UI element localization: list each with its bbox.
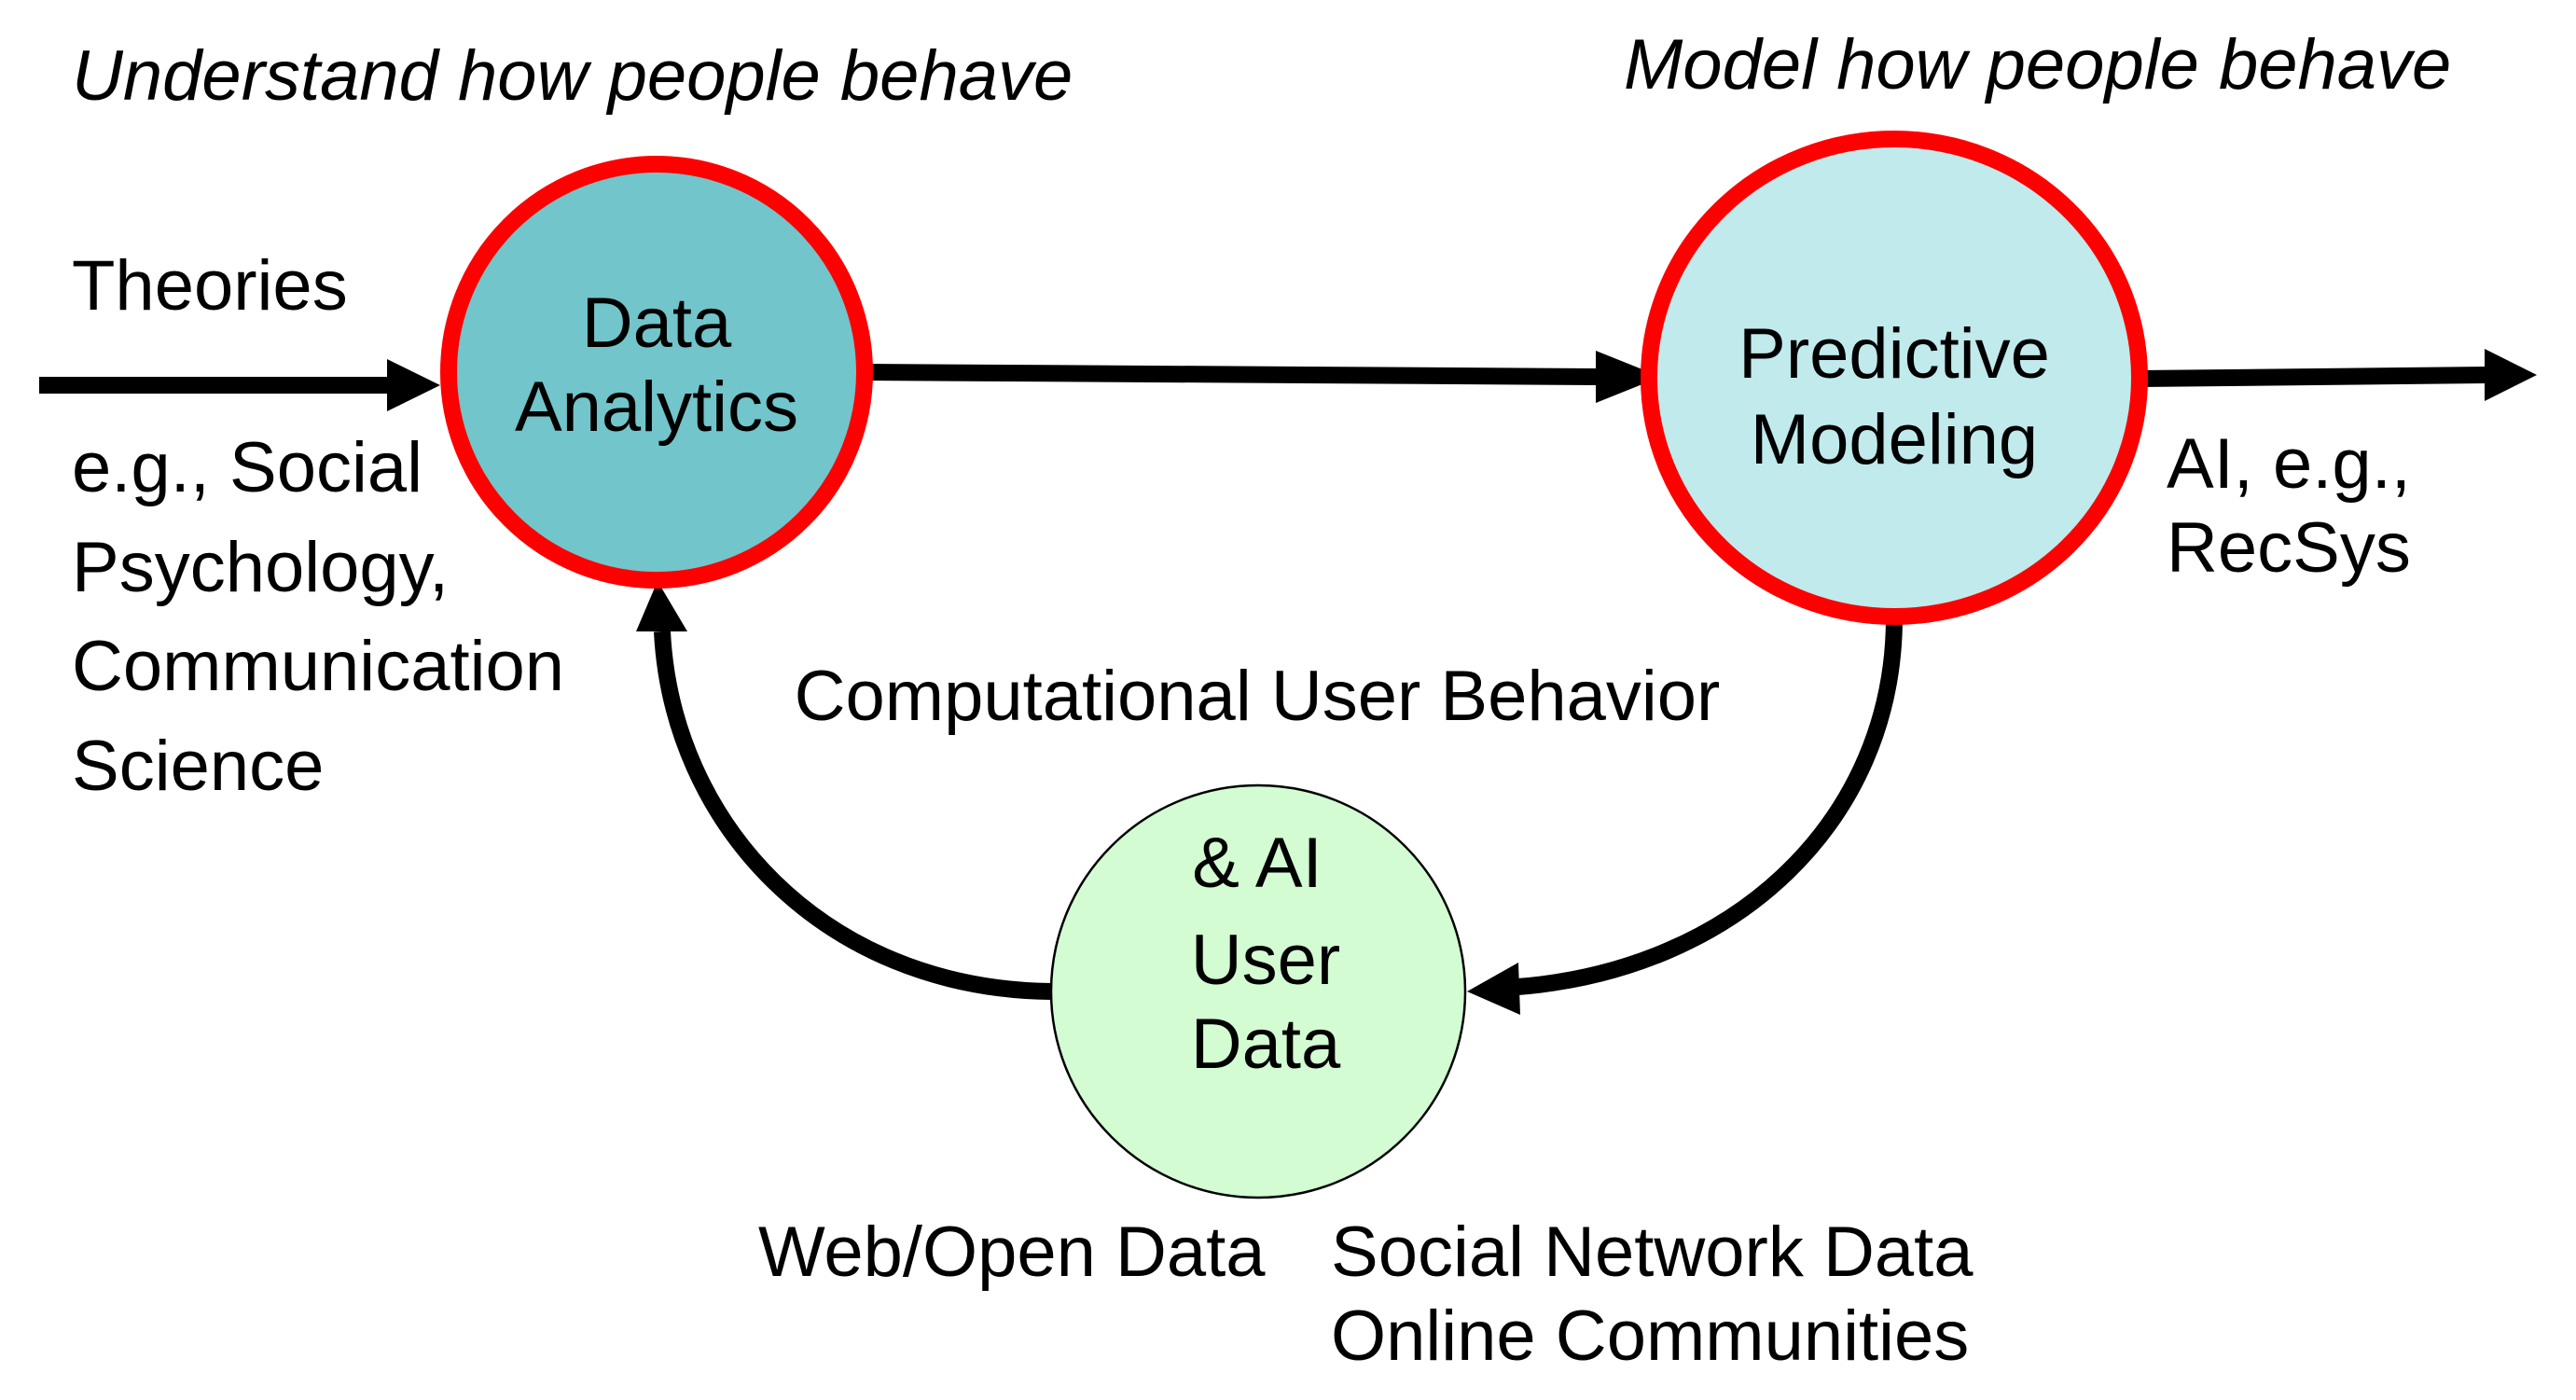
center-label-line: & AI	[1192, 824, 1322, 903]
arrowhead-icon	[2485, 349, 2537, 401]
input-example-line: Communication	[72, 627, 564, 706]
header-model: Model how people behave	[1624, 25, 2451, 104]
source-online-communities: Online Communities	[1331, 1296, 1969, 1376]
source-social-network: Social Network Data	[1331, 1213, 1974, 1292]
node-label-line1: User	[1191, 921, 1340, 1000]
node-predictive-modeling[interactable]: Predictive Modeling	[1641, 131, 2148, 625]
arrow-shaft	[2139, 367, 2487, 387]
output-label: AI, e.g., RecSys	[2167, 424, 2411, 588]
source-web-open-data: Web/Open Data	[758, 1213, 1266, 1292]
node-label-line1: Predictive	[1738, 314, 2050, 394]
arrow-modeling-to-output	[2139, 349, 2537, 401]
arrow-userdata-to-analytics	[636, 581, 1052, 1000]
center-label-line: Computational User Behavior	[795, 657, 1721, 736]
arrow-analytics-to-modeling	[864, 351, 1661, 403]
header-understand: Understand how people behave	[72, 36, 1073, 116]
arrowhead-icon	[387, 359, 440, 411]
arrow-shaft	[864, 364, 1599, 385]
node-label-line2: Modeling	[1751, 400, 2038, 479]
arrowhead-icon	[636, 581, 687, 631]
source-social: Social Network Data Online Communities	[1331, 1213, 1974, 1376]
input-example-line: e.g., Social	[72, 428, 422, 507]
node-label-line2: Analytics	[515, 367, 798, 447]
arrow-theories-to-analytics	[39, 359, 440, 411]
center-label: Computational User Behavior & AI	[795, 657, 1721, 903]
output-line: AI, e.g.,	[2167, 424, 2411, 504]
node-circle	[1049, 783, 1467, 1199]
node-label-line2: Data	[1191, 1005, 1341, 1084]
arrowhead-icon	[1596, 351, 1661, 403]
output-line: RecSys	[2167, 508, 2411, 588]
arrow-curve	[654, 631, 1052, 1000]
arrow-modeling-to-userdata	[1467, 617, 1903, 1015]
node-circle	[440, 156, 873, 589]
node-label-line1: Data	[582, 284, 732, 363]
node-data-analytics[interactable]: Data Analytics	[440, 156, 873, 589]
arrow-shaft	[39, 377, 390, 394]
input-example-line: Science	[72, 727, 324, 806]
input-examples: e.g., Social Psychology, Communication S…	[72, 428, 564, 806]
arrowhead-icon	[1467, 963, 1520, 1015]
node-circle	[1641, 131, 2148, 625]
input-example-line: Psychology,	[72, 528, 449, 607]
arrow-curve	[1517, 617, 1903, 995]
node-user-data[interactable]: User Data	[1049, 783, 1467, 1199]
input-title: Theories	[72, 246, 348, 326]
